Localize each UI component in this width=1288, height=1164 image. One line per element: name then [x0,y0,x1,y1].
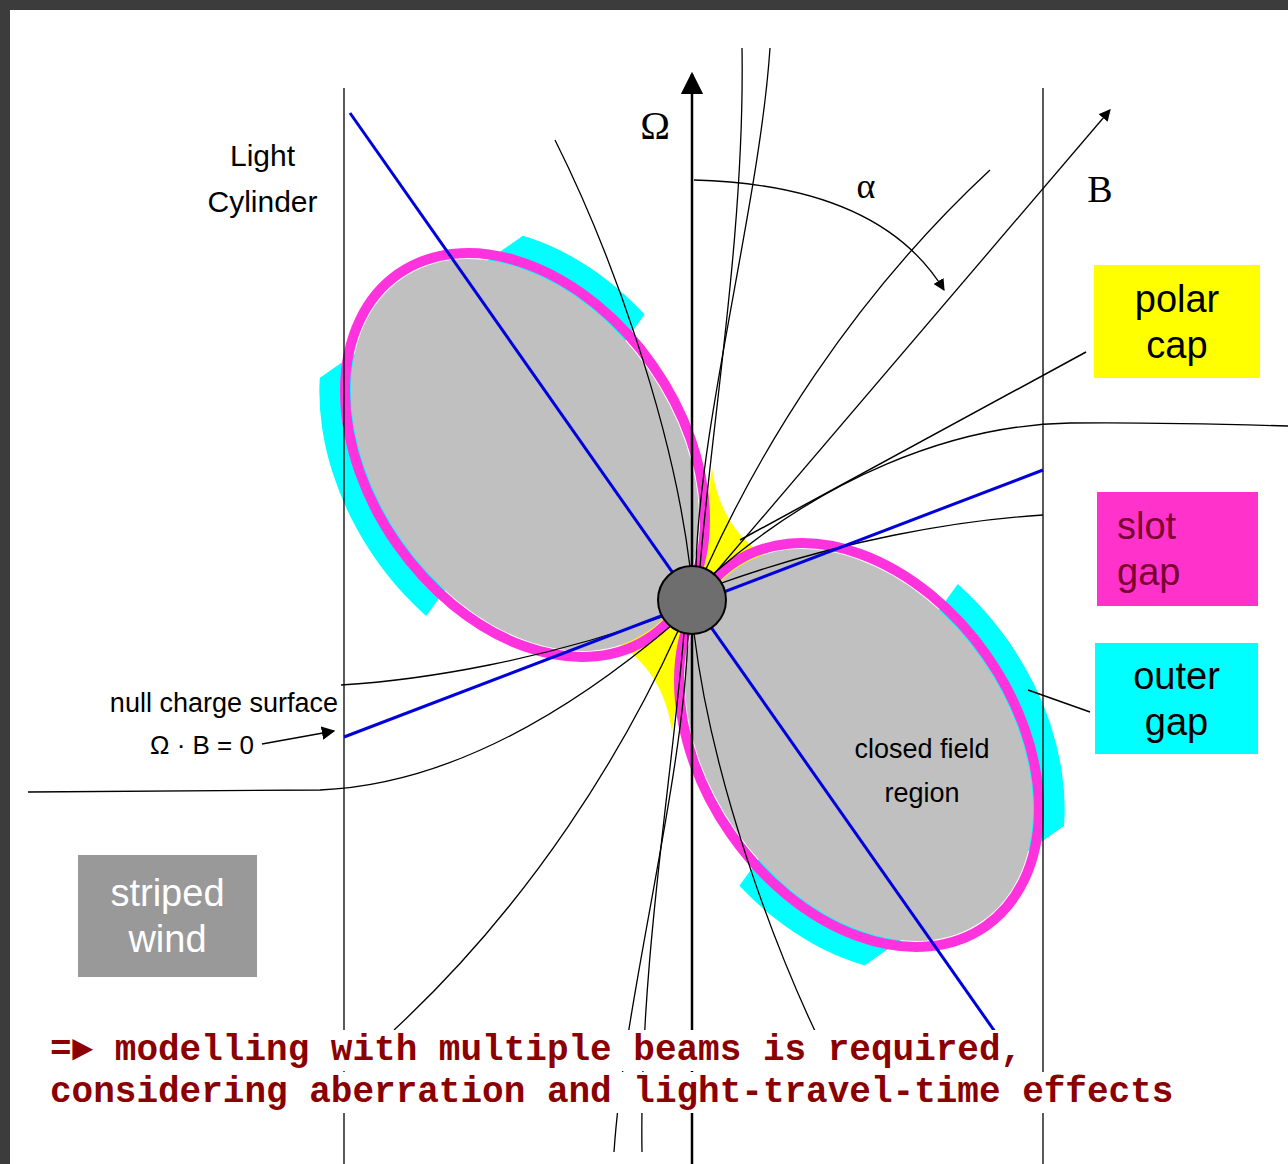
slot-gap-band [270,184,779,725]
legend-box: outer gap [1095,643,1258,754]
page-ground [10,10,1288,1164]
legend-box: striped wind [78,855,257,977]
omega-symbol: Ω [640,103,670,148]
box-label: polar cap [1115,276,1240,368]
region-label: closed field region [854,734,989,808]
note-text: =► modelling with multiple beams is requ… [50,1030,1173,1113]
leader-line [740,352,1086,540]
light-cylinder-line [343,88,344,1164]
magnetic-equator-line [350,113,1005,1046]
alpha-arc [694,180,944,290]
leader-arrow [262,731,334,744]
cylinder-label: Light Cylinder [207,139,317,218]
magnetic-axis-arrow [692,110,1110,600]
neutron-star [658,566,726,634]
box-label: slot gap [1117,503,1229,595]
formula-label: Ω · B = 0 [150,730,254,760]
light-cylinder-line [1042,88,1043,1164]
surface-label: null charge surface [110,688,338,718]
box-label: striped wind [88,870,248,962]
field-lines [28,48,1288,1152]
alpha-symbol: α [857,166,876,206]
box-label: outer gap [1114,653,1239,745]
legend-box: slot gap [1097,492,1258,606]
b-symbol: B [1087,168,1112,210]
slot-gap-band [604,474,1113,1015]
legend-box: polar cap [1094,265,1260,378]
leader-line [1028,690,1090,712]
null-charge-line [344,470,1043,737]
